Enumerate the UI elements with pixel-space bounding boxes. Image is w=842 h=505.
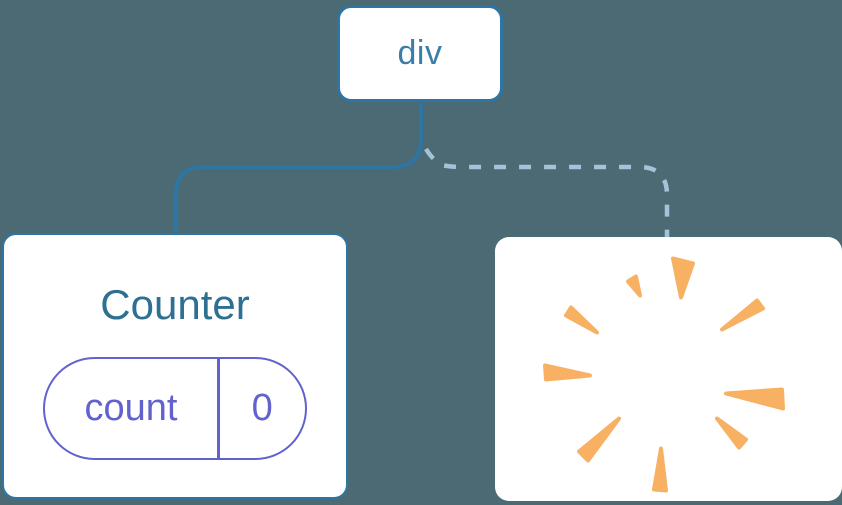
root-node-label: div	[397, 34, 443, 72]
removed-node	[495, 237, 842, 501]
state-pill-divider	[217, 359, 220, 458]
counter-node: Counter count 0	[2, 233, 348, 499]
solid-connector-root-to-counter	[174, 99, 423, 237]
root-node: div	[337, 5, 503, 102]
state-value: 0	[251, 387, 273, 429]
poof-burst-rays	[543, 256, 785, 493]
poof-burst-icon	[543, 256, 785, 493]
dashed-connector-root-to-removed	[424, 147, 670, 239]
state-pill: count 0	[43, 357, 307, 460]
counter-node-title: Counter	[100, 281, 250, 328]
state-key-label: count	[84, 387, 178, 429]
